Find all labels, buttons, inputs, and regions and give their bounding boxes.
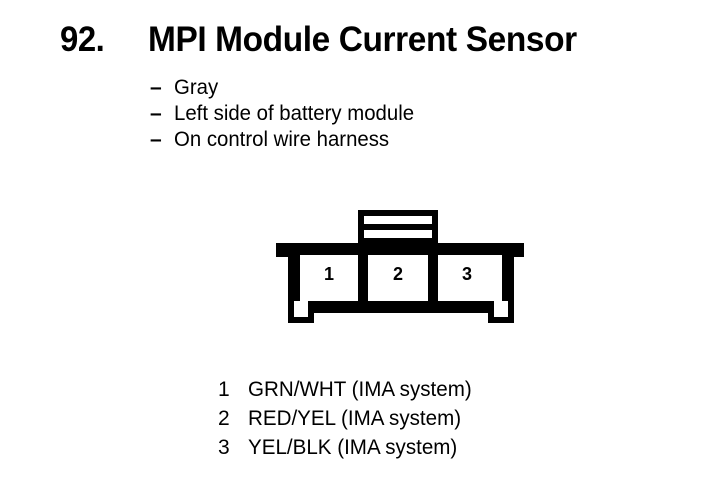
legend-pin-description: YEL/BLK (IMA system) xyxy=(248,436,458,459)
dash-icon: – xyxy=(150,128,162,151)
dash-icon: – xyxy=(150,102,162,125)
list-item: – On control wire harness xyxy=(150,127,670,153)
page-title: MPI Module Current Sensor xyxy=(148,20,577,59)
list-item: – Left side of battery module xyxy=(150,101,670,127)
legend-row: 3 YEL/BLK (IMA system) xyxy=(218,433,638,462)
legend-row: 1 GRN/WHT (IMA system) xyxy=(218,375,638,404)
dash-icon: – xyxy=(150,76,162,99)
legend-pin-description: GRN/WHT (IMA system) xyxy=(248,378,473,401)
connector-diagram: 1 2 3 xyxy=(270,205,532,330)
connector-pin-label-1: 1 xyxy=(323,264,334,284)
connector-pin-label-2: 2 xyxy=(392,264,403,284)
list-item: – Gray xyxy=(150,75,670,101)
connector-pin-label-3: 3 xyxy=(461,264,472,284)
header-item-number: 92. xyxy=(60,20,105,59)
list-item-label: On control wire harness xyxy=(174,128,390,151)
pin-legend: 1 GRN/WHT (IMA system) 2 RED/YEL (IMA sy… xyxy=(218,375,638,462)
list-item-label: Left side of battery module xyxy=(174,102,415,125)
description-list: – Gray – Left side of battery module – O… xyxy=(150,75,670,153)
legend-row: 2 RED/YEL (IMA system) xyxy=(218,404,638,433)
legend-pin-description: RED/YEL (IMA system) xyxy=(248,407,462,430)
list-item-label: Gray xyxy=(174,76,219,99)
legend-pin-number: 2 xyxy=(218,407,230,430)
legend-pin-number: 1 xyxy=(218,378,230,401)
page-header: 92. MPI Module Current Sensor xyxy=(0,20,704,62)
connector-outline-icon xyxy=(276,210,524,323)
legend-pin-number: 3 xyxy=(218,436,230,459)
